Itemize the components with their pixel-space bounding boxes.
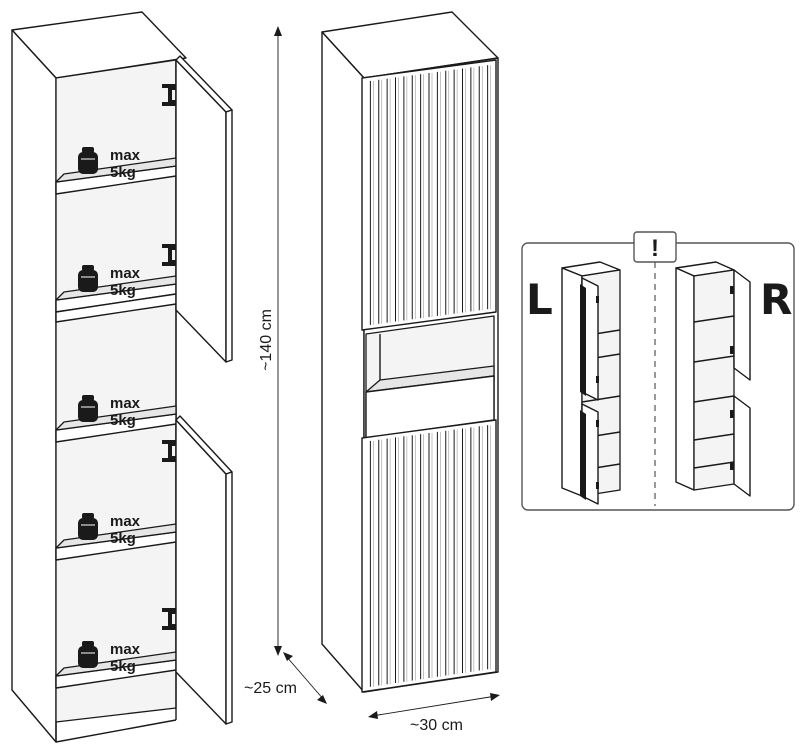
orientation-panel: ! L R bbox=[521, 231, 795, 511]
height-label: ~140 cm bbox=[258, 309, 275, 371]
svg-text:!: ! bbox=[651, 235, 659, 262]
left-hinge-label: L bbox=[526, 275, 553, 324]
mini-cabinet-left bbox=[561, 261, 621, 505]
weight-icon bbox=[78, 265, 98, 292]
right-hinge-label: R bbox=[760, 275, 792, 324]
lower-door bbox=[175, 415, 233, 725]
weight-value-text: 5kg bbox=[110, 530, 136, 547]
door-fluting-lower bbox=[369, 425, 491, 687]
width-dimension: ~30 cm bbox=[368, 693, 500, 734]
height-dimension: ~140 cm bbox=[258, 26, 282, 656]
hinge-icon bbox=[162, 84, 176, 630]
width-label: ~30 cm bbox=[410, 717, 463, 734]
weight-icon bbox=[78, 513, 98, 540]
weight-icon bbox=[78, 641, 98, 668]
weight-max-text: max bbox=[110, 265, 141, 282]
closed-cabinet-side bbox=[321, 31, 365, 693]
weight-icon bbox=[78, 147, 98, 174]
warning-icon: ! bbox=[633, 231, 677, 263]
weight-icon bbox=[78, 395, 98, 422]
weight-max-text: max bbox=[110, 513, 141, 530]
weight-value-text: 5kg bbox=[110, 658, 136, 675]
depth-label: ~25 cm bbox=[244, 680, 297, 697]
weight-value-text: 5kg bbox=[110, 164, 136, 181]
upper-door bbox=[175, 55, 233, 363]
door-fluting-upper bbox=[369, 65, 491, 325]
weight-max-text: max bbox=[110, 147, 141, 164]
open-niche bbox=[365, 315, 495, 439]
mini-cabinet-right bbox=[675, 261, 751, 497]
weight-value-text: 5kg bbox=[110, 282, 136, 299]
weight-max-text: max bbox=[110, 641, 141, 658]
weight-value-text: 5kg bbox=[110, 412, 136, 429]
weight-max-text: max bbox=[110, 395, 141, 412]
closed-cabinet bbox=[321, 11, 499, 693]
depth-dimension: ~25 cm bbox=[244, 652, 327, 704]
cabinet-side bbox=[11, 29, 57, 743]
